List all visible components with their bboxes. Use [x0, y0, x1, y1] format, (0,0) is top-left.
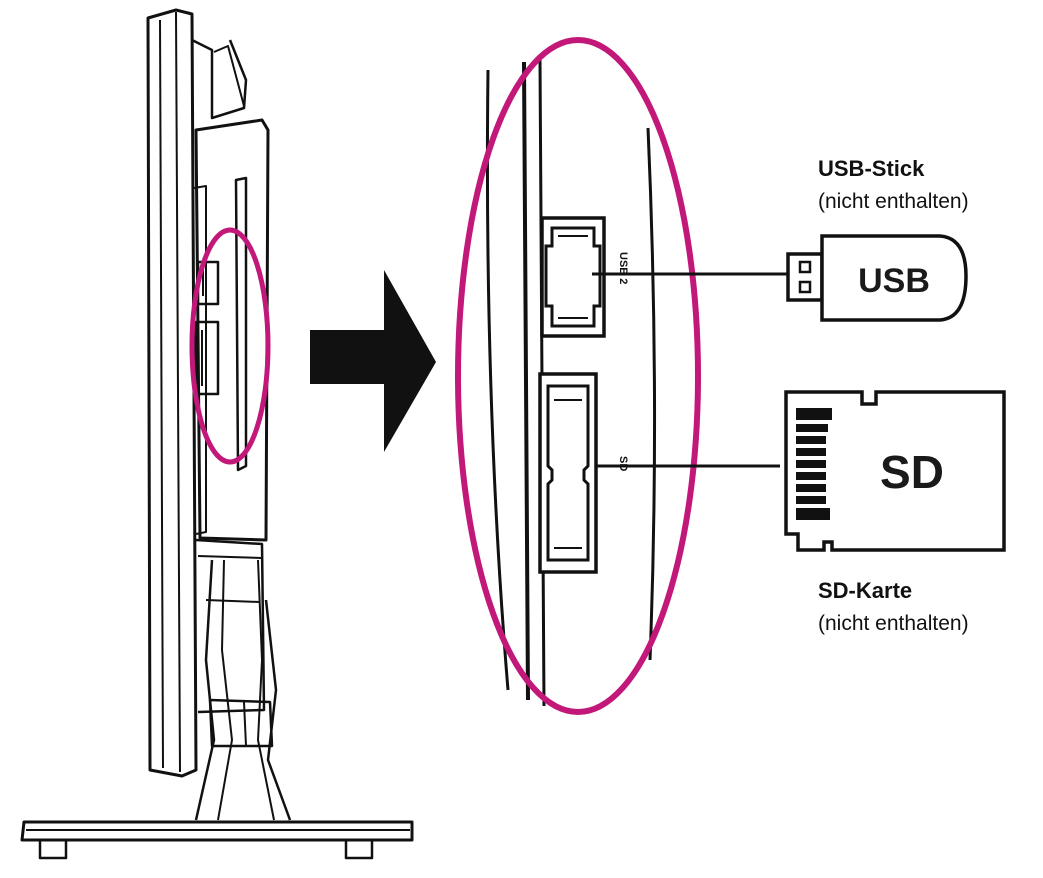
usb-stick-title: USB-Stick	[818, 156, 925, 181]
sd-card-icon	[784, 390, 1006, 552]
usb-port-tag: USB 2	[617, 252, 629, 284]
usb-port-icon	[540, 216, 606, 338]
monitor-side-view	[20, 8, 414, 860]
sd-card-title: SD-Karte	[818, 578, 912, 603]
monitor-highlight-ellipse	[189, 227, 271, 465]
usb-stick-icon	[786, 234, 968, 322]
sd-card-note: (nicht enthalten)	[818, 612, 969, 635]
sd-port-tag: SD	[617, 456, 629, 471]
sd-card-contacts	[796, 408, 832, 520]
usb-stick-note: (nicht enthalten)	[818, 190, 969, 213]
usb-stick-label: USB	[858, 262, 930, 300]
sd-card-label: SD	[880, 446, 944, 498]
sd-port-icon	[538, 372, 598, 574]
port-highlight-ellipse	[455, 37, 701, 715]
zoomed-port-panel	[485, 59, 657, 707]
right-arrow-icon	[310, 270, 436, 452]
